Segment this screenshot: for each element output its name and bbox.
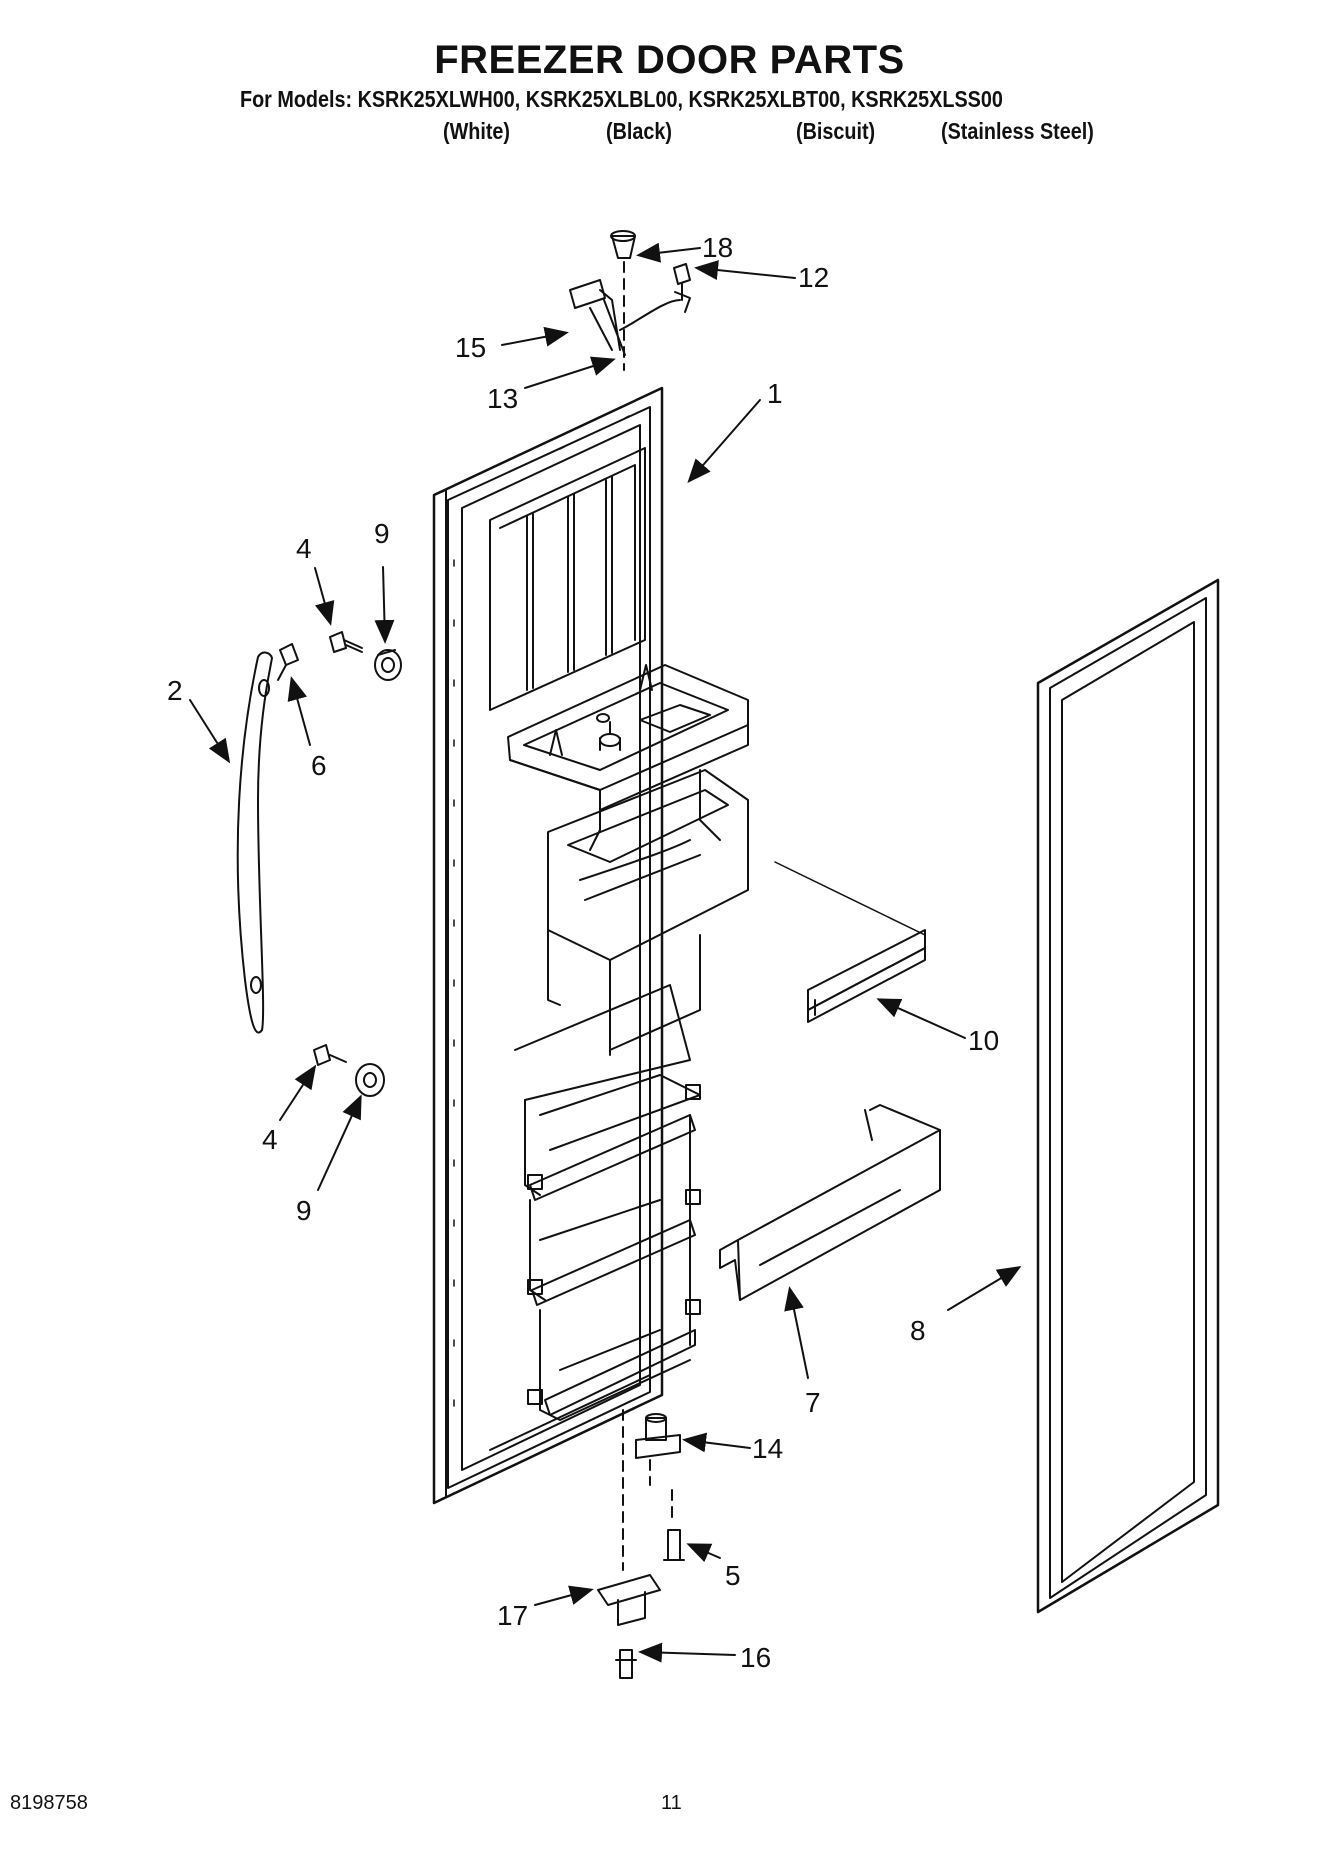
callout-2: 2 [167, 675, 183, 706]
callout-9-bottom: 9 [296, 1195, 312, 1226]
callout-10: 10 [968, 1025, 999, 1056]
page-number: 11 [661, 1792, 682, 1814]
color-stainless: (Stainless Steel) [941, 118, 1094, 144]
callout-5: 5 [725, 1560, 741, 1591]
color-biscuit: (Biscuit) [796, 118, 876, 144]
callout-1: 1 [767, 378, 783, 409]
door-bin-7 [719, 1104, 941, 1301]
screw-4-top [329, 631, 363, 653]
callout-labels: 18 12 15 13 1 4 9 2 6 10 4 9 8 7 14 5 17… [167, 232, 999, 1673]
callout-8: 8 [910, 1315, 926, 1346]
document-number: 8198758 [10, 1792, 88, 1814]
wire-harness-13-15 [569, 279, 691, 356]
callout-14: 14 [752, 1433, 783, 1464]
page-title: FREEZER DOOR PARTS [434, 38, 905, 82]
callout-12: 12 [798, 262, 829, 293]
callout-7: 7 [805, 1387, 821, 1418]
spacer-9-bottom [355, 1063, 385, 1097]
door-gasket [1036, 578, 1220, 1614]
screw-6 [277, 643, 299, 681]
callout-6: 6 [311, 750, 327, 781]
door-handle [236, 651, 273, 1034]
freezer-door-panel [432, 386, 749, 1505]
callout-15: 15 [455, 332, 486, 363]
lower-hinge-17 [597, 1409, 661, 1626]
screw-5 [663, 1489, 685, 1561]
models-line: For Models: KSRK25XLWH00, KSRK25XLBL00, … [240, 86, 1003, 112]
trim-strip-10 [807, 929, 926, 1023]
callout-17: 17 [497, 1600, 528, 1631]
callout-4-bottom: 4 [262, 1124, 278, 1155]
color-black: (Black) [606, 118, 672, 144]
screw-4-bottom [313, 1044, 347, 1066]
spacer-9-top [374, 649, 402, 681]
callout-16: 16 [740, 1642, 771, 1673]
callout-13: 13 [487, 383, 518, 414]
callout-4-top: 4 [296, 533, 312, 564]
screw-16 [615, 1649, 637, 1679]
callout-9-top: 9 [374, 518, 390, 549]
screw-12 [673, 263, 691, 301]
leader-arrows [189, 242, 1022, 1663]
hinge-bracket-14 [635, 1413, 681, 1486]
color-white: (White) [443, 118, 511, 144]
callout-18: 18 [702, 232, 733, 263]
